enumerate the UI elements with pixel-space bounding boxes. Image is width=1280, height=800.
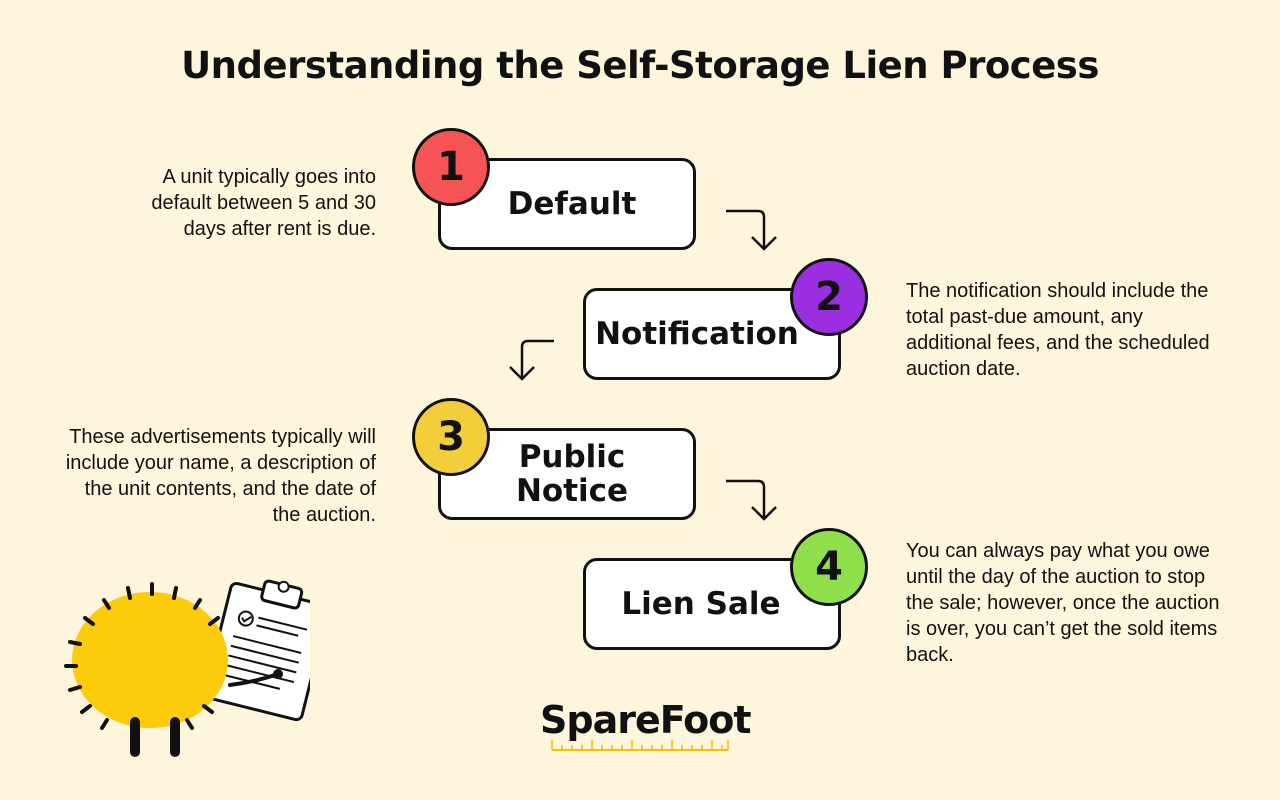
step-description: A unit typically goes into default betwe… <box>151 166 376 240</box>
sparefoot-logo: SpareFoot <box>540 698 752 752</box>
page-title: Understanding the Self-Storage Lien Proc… <box>181 44 1099 87</box>
mascot-icon <box>64 579 310 757</box>
step-label: Default <box>507 186 637 222</box>
logo-text: SpareFoot <box>540 698 752 742</box>
curved-arrow-icon <box>726 479 777 521</box>
step-description: These advertisements typically will incl… <box>65 426 376 526</box>
curved-arrow-icon <box>509 339 554 381</box>
step-label: Notification <box>595 316 799 352</box>
step-default-box: Default <box>438 158 696 250</box>
step-label: Public Notice <box>515 439 629 509</box>
step-description: You can always pay what you owe until th… <box>906 540 1220 666</box>
step-description: The notification should include the tota… <box>906 280 1210 380</box>
step-badge-3: 3 <box>412 398 490 476</box>
curved-arrow-icon <box>726 209 777 251</box>
step-badge-1: 1 <box>412 128 490 206</box>
step-badge-2: 2 <box>790 258 868 336</box>
step-notification-box: Notification <box>583 288 841 380</box>
step-label: Lien Sale <box>621 586 781 622</box>
step-badge-4: 4 <box>790 528 868 606</box>
ruler-icon <box>551 740 729 751</box>
